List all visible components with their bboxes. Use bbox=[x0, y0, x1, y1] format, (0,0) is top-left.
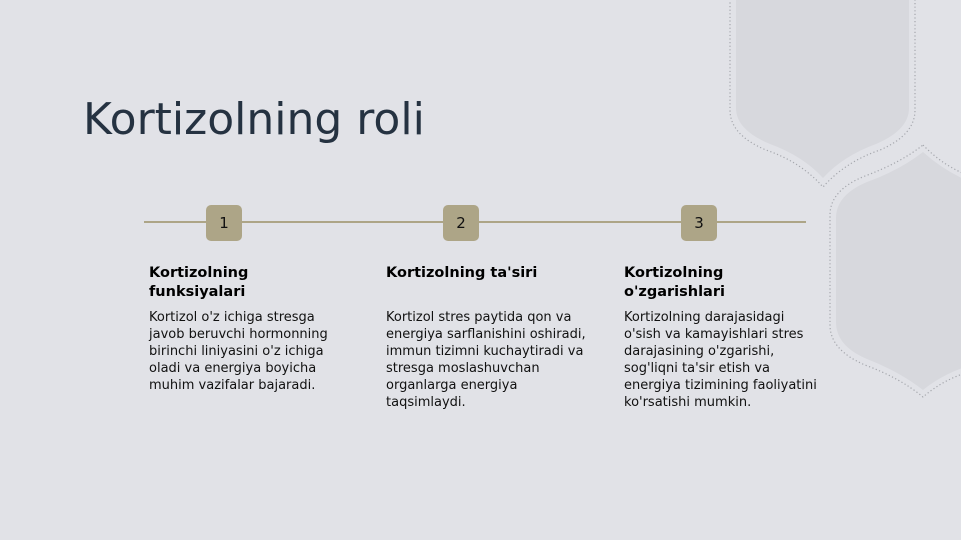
step-column-3: Kortizolning o'zgarishlari Kortizolning … bbox=[624, 264, 824, 411]
decorative-shape-top-fill bbox=[736, 0, 909, 178]
decorative-shape-right-fill bbox=[836, 152, 961, 390]
step-column-2: Kortizolning ta'siri Kortizol stres payt… bbox=[386, 264, 586, 411]
step-description: Kortizol stres paytida qon va energiya s… bbox=[386, 310, 586, 410]
step-number-badge-3: 3 bbox=[681, 205, 717, 241]
slide-title: Kortizolning roli bbox=[83, 94, 425, 145]
step-title: Kortizolning ta'siri bbox=[386, 265, 538, 281]
step-description: Kortizolning darajasidagi o'sish va kama… bbox=[624, 310, 817, 410]
step-number-badge-2: 2 bbox=[443, 205, 479, 241]
decorative-shape-top bbox=[729, 0, 916, 188]
step-title: Kortizolning funksiyalari bbox=[149, 265, 249, 300]
step-column-1: Kortizolning funksiyalari Kortizol o'z i… bbox=[149, 264, 349, 394]
decorative-shape-right bbox=[829, 144, 961, 398]
step-description: Kortizol o'z ichiga stresga javob beruvc… bbox=[149, 310, 328, 393]
step-number-badge-1: 1 bbox=[206, 205, 242, 241]
step-title: Kortizolning o'zgarishlari bbox=[624, 265, 725, 300]
